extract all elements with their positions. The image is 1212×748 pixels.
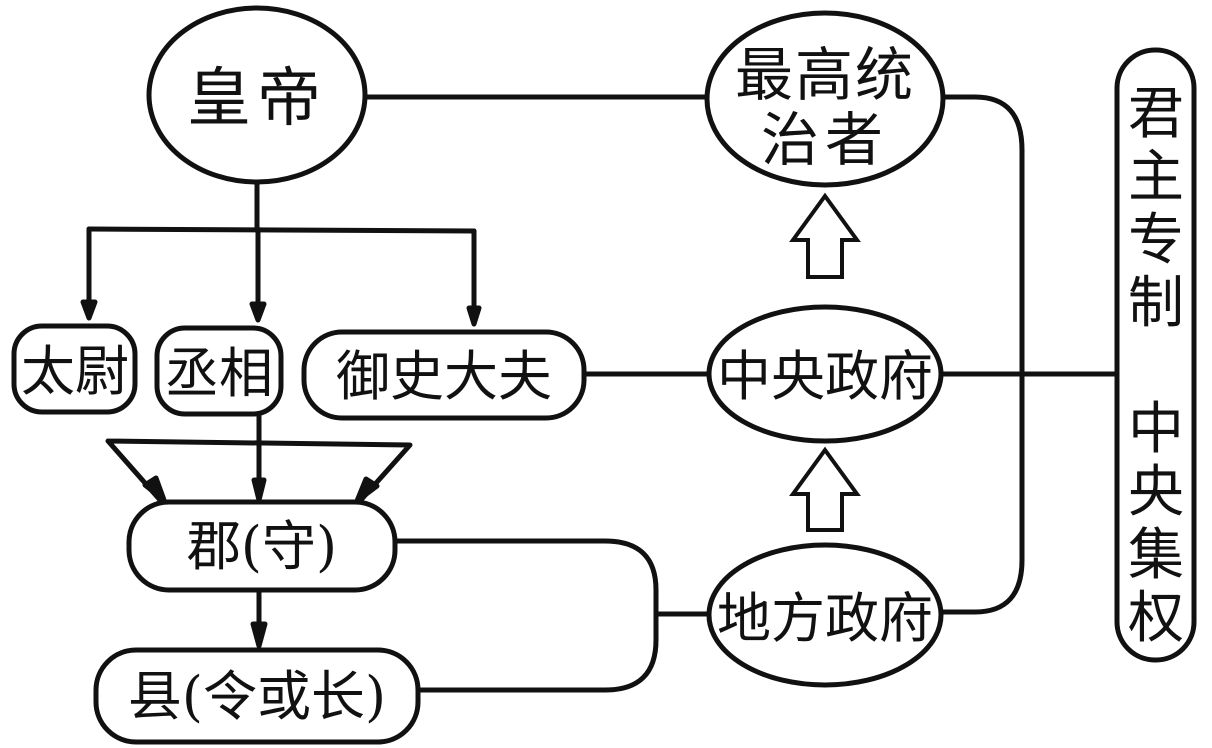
summary-char: 君 <box>1128 82 1184 147</box>
summary-char: 主 <box>1128 145 1184 210</box>
summary-char: 中 <box>1128 397 1184 462</box>
summary-char: 制 <box>1128 271 1184 336</box>
node-emperor <box>146 5 368 185</box>
arrow-tip-commandery-left <box>142 475 167 503</box>
node-taiwei <box>11 323 138 415</box>
node-supreme-ruler <box>704 10 946 188</box>
label-central-gov: 中央政府 <box>717 345 933 408</box>
summary-char: 集 <box>1128 523 1184 588</box>
label-yushi-dafu: 御史大夫 <box>336 345 552 408</box>
edge-local-bracket <box>392 538 659 693</box>
arrow-tip-commandery-right <box>354 476 380 504</box>
label-taiwei: 太尉 <box>21 340 129 403</box>
label-commandery: 郡(守) <box>187 515 337 578</box>
arrow-tip-yushi <box>466 305 482 327</box>
edge-branch-bar <box>86 226 477 234</box>
summary-char: 权 <box>1128 586 1184 651</box>
node-commandery <box>126 499 398 593</box>
label-chengxiang: 丞相 <box>165 342 273 405</box>
arrow-tip-chengxiang <box>249 301 267 323</box>
label-county: 县(令或长) <box>128 665 386 728</box>
node-summary <box>1114 47 1197 663</box>
arrow-tip-commandery-center <box>251 477 267 503</box>
node-county <box>93 647 421 745</box>
arrow-tip-taiwei <box>80 299 98 321</box>
label-local-gov: 地方政府 <box>717 587 933 650</box>
node-chengxiang <box>154 325 284 417</box>
label-supreme-ruler-line2: 治者 <box>761 106 889 174</box>
hollow-arrow-central-to-supreme <box>789 192 861 279</box>
label-supreme-ruler-line1: 最高统 <box>735 41 915 109</box>
node-yushi-dafu <box>301 329 587 421</box>
node-local-gov <box>706 542 944 688</box>
summary-char: 专 <box>1128 208 1184 273</box>
summary-char: 央 <box>1128 460 1184 525</box>
arrow-tip-county <box>250 621 268 649</box>
hollow-arrow-local-to-central <box>789 446 861 532</box>
edge-right-bracket <box>938 94 1025 615</box>
node-central-gov <box>706 304 944 444</box>
label-emperor: 皇帝 <box>187 62 327 136</box>
